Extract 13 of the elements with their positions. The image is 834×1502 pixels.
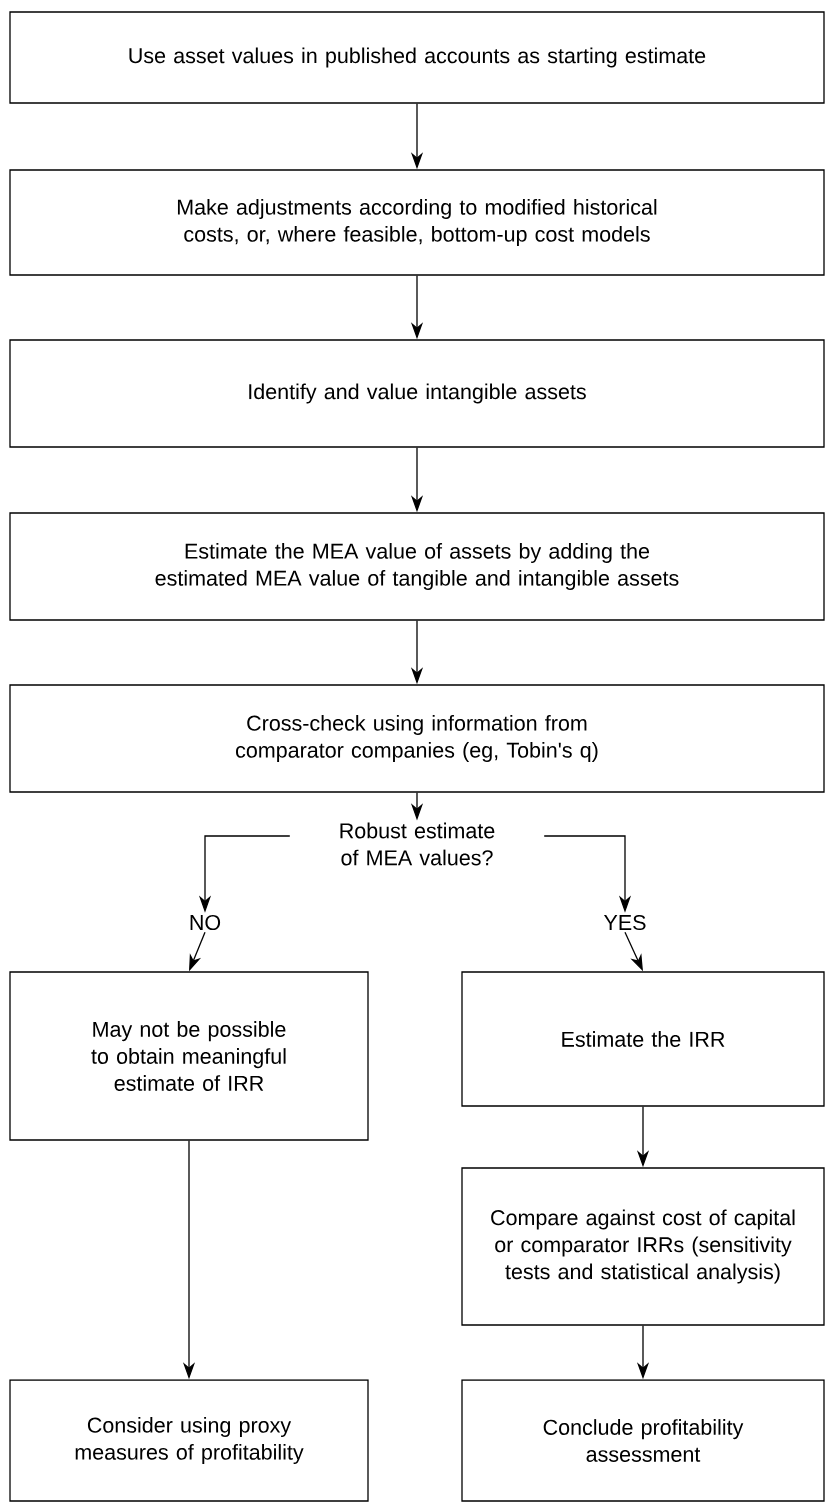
process-box: May not be possible to obtain meaningful estimate of IRR (9, 971, 369, 1141)
branch-label: NO (190, 914, 221, 931)
process-box: Identify and value intangible assets (9, 339, 825, 448)
process-box: Use asset values in published accounts as starting estimate (9, 11, 825, 104)
process-box: Estimate the IRR (461, 971, 825, 1107)
branch-label: YES (603, 914, 646, 931)
process-box: Consider using proxy measures of profitability (9, 1379, 369, 1502)
process-box: Estimate the MEA value of assets by adding the estimated MEA value of tangible and intangible assets (9, 512, 825, 621)
process-box: Compare against cost of capital or comparator IRRs (sensitivity tests and statistical analysis) (461, 1167, 825, 1326)
process-box: Cross-check using information from comparator companies (eg, Tobin's q) (9, 684, 825, 793)
process-box: Conclude profitability assessment (461, 1379, 825, 1502)
process-box: Make adjustments according to modified historical costs, or, where feasible, bottom-up cost models (9, 169, 825, 276)
decision-text: Robust estimate of MEA values? (340, 822, 495, 866)
